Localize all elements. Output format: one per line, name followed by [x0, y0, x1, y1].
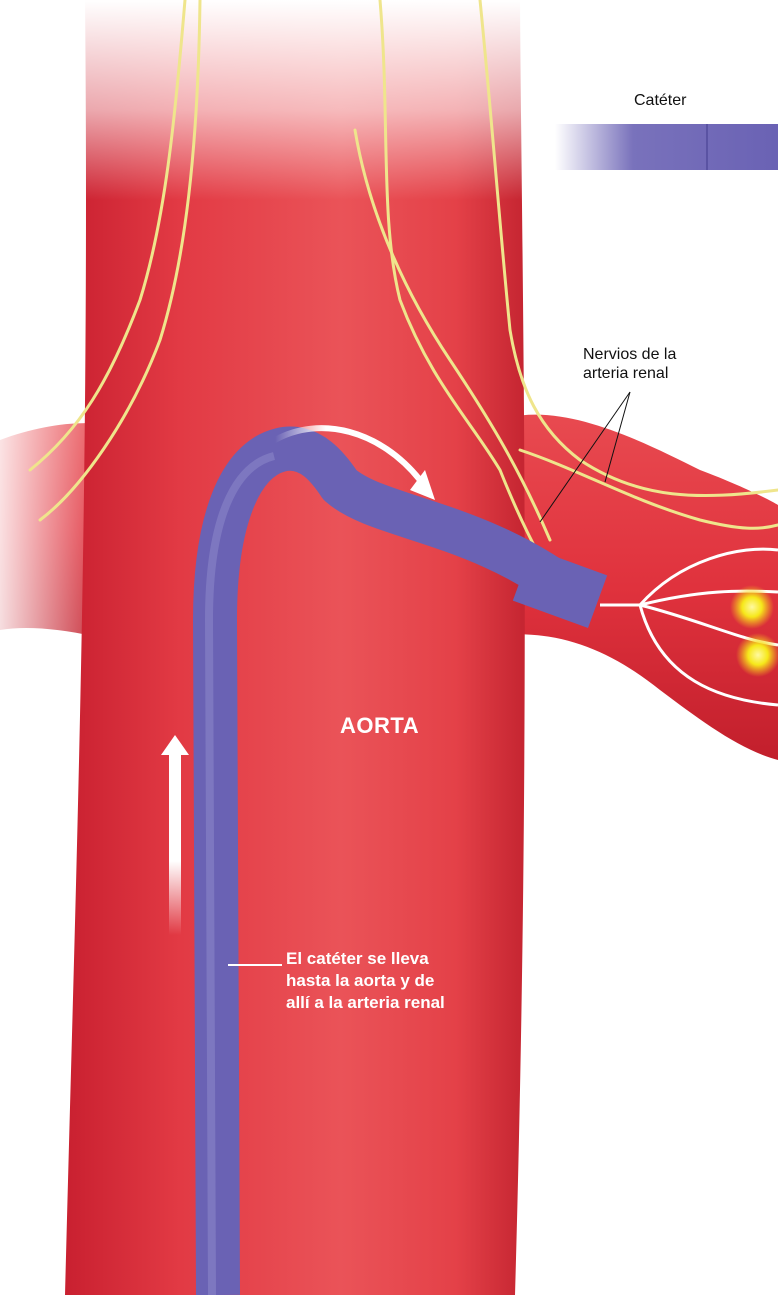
renal-nerves-label-line-2: arteria renal	[583, 364, 676, 383]
description-line-2: hasta la aorta y de	[286, 970, 445, 992]
description-line-1: El catéter se lleva	[286, 948, 445, 970]
catheter-description: El catéter se lleva hasta la aorta y de …	[286, 948, 445, 1014]
catheter-label: Catéter	[634, 92, 686, 110]
renal-nerves-label: Nervios de la arteria renal	[583, 345, 676, 383]
description-line-3: allí a la arteria renal	[286, 992, 445, 1014]
electrode-glow-2	[736, 633, 778, 677]
catheter-reference-bar	[555, 124, 778, 170]
electrode-glow-1	[730, 585, 774, 629]
renal-nerves-label-line-1: Nervios de la	[583, 345, 676, 364]
arrow-up-icon	[169, 750, 181, 935]
aorta-label: AORTA	[340, 713, 419, 739]
